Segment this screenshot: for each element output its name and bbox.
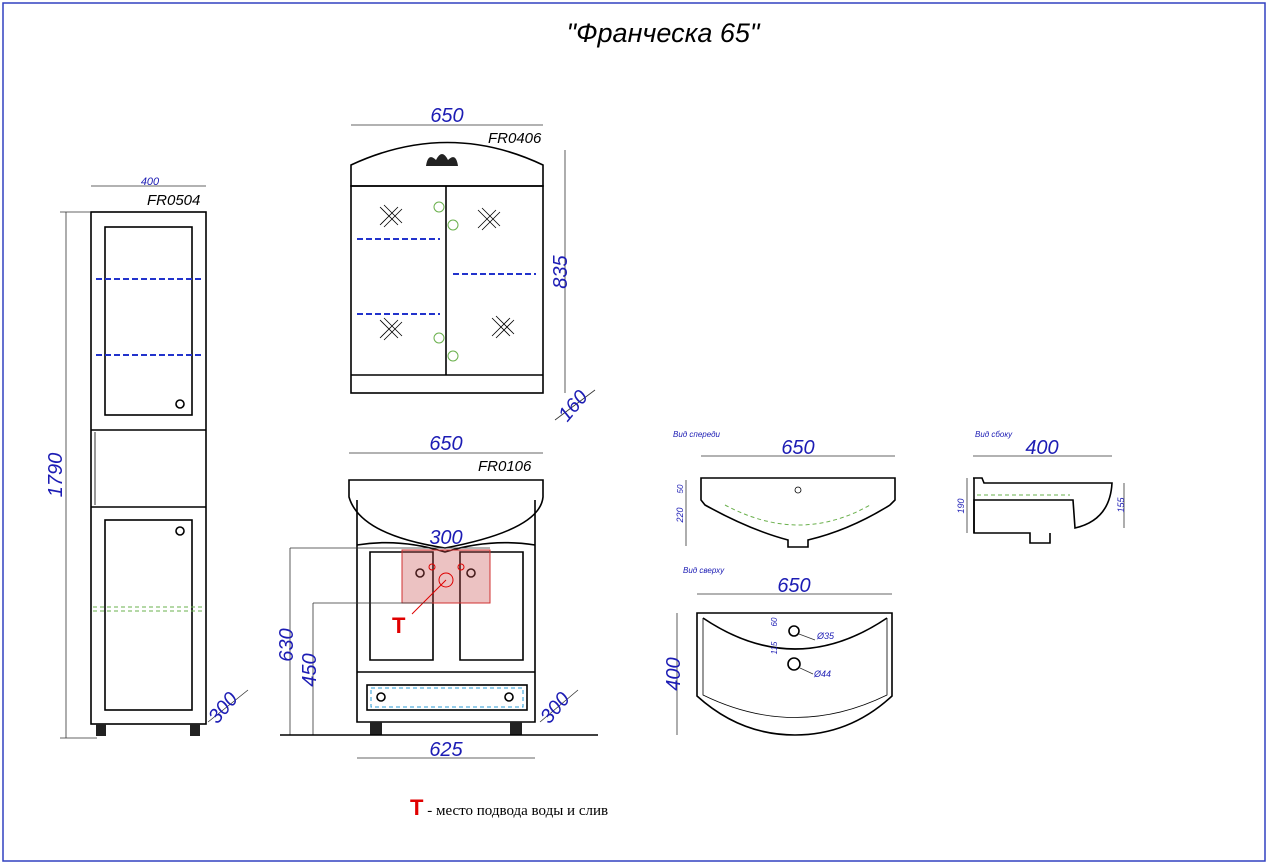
tall-cabinet: 400 FR0504 1790 300 xyxy=(45,176,249,739)
vanity-depth-label: 300 xyxy=(536,688,574,728)
vanity-code-label: FR0106 xyxy=(478,458,532,475)
pipe-zone-width-label: 300 xyxy=(429,527,462,549)
drawing-title: "Франческа 65" xyxy=(566,18,760,48)
vanity-cabinet: T 650 FR0106 300 630 450 625 300 xyxy=(276,433,598,761)
sink-top-width-label: 650 xyxy=(777,575,810,597)
sink-front-dim-b: 220 xyxy=(675,507,685,523)
legend-marker: T xyxy=(410,795,424,820)
mirror-code-label: FR0406 xyxy=(488,130,542,147)
sink-front-width-label: 650 xyxy=(781,437,814,459)
sink-front-dim-a: 50 xyxy=(676,484,685,493)
pipe-zone xyxy=(401,549,491,604)
sink-side-view: Вид сбоку 400 190 155 xyxy=(956,430,1126,544)
tall-code-label: FR0504 xyxy=(147,192,200,209)
mirror-width-label: 650 xyxy=(430,105,463,127)
vanity-height-label: 630 xyxy=(276,628,298,661)
pipe-marker: T xyxy=(392,613,406,638)
mirror-depth-label: 160 xyxy=(554,386,592,426)
legend: T - место подвода воды и слив xyxy=(410,795,608,821)
top-view-label: Вид сверху xyxy=(683,566,725,575)
legend-text: - место подвода воды и слив xyxy=(423,803,609,819)
sink-top-dim-b: 115 xyxy=(770,641,779,654)
tall-width-label: 400 xyxy=(141,176,160,188)
side-view-label: Вид сбоку xyxy=(975,430,1013,439)
pipe-height-label: 450 xyxy=(299,653,321,686)
sink-top-depth-label: 400 xyxy=(663,657,685,690)
tall-height-label: 1790 xyxy=(45,453,67,498)
mirror-height-label: 835 xyxy=(550,254,572,288)
vanity-bottom-width-label: 625 xyxy=(429,739,463,761)
sink-top-dim-a: 60 xyxy=(770,617,779,626)
vanity-width-label: 650 xyxy=(429,433,462,455)
sink-side-dim-a: 190 xyxy=(956,498,966,513)
sink-side-width-label: 400 xyxy=(1025,437,1058,459)
sink-front-view: Вид спереди 650 50 220 xyxy=(673,430,896,548)
sink-side-dim-b: 155 xyxy=(1116,497,1126,513)
mirror-cabinet: 650 FR0406 835 160 xyxy=(350,105,596,426)
ornament-icon xyxy=(426,154,458,166)
sink-top-view: Вид сверху 650 Ø35 Ø44 60 115 400 xyxy=(663,566,893,736)
hole-b-label: Ø44 xyxy=(813,669,831,679)
front-view-label: Вид спереди xyxy=(673,430,721,439)
hole-a-label: Ø35 xyxy=(816,631,835,641)
tall-depth-label: 300 xyxy=(204,688,242,728)
